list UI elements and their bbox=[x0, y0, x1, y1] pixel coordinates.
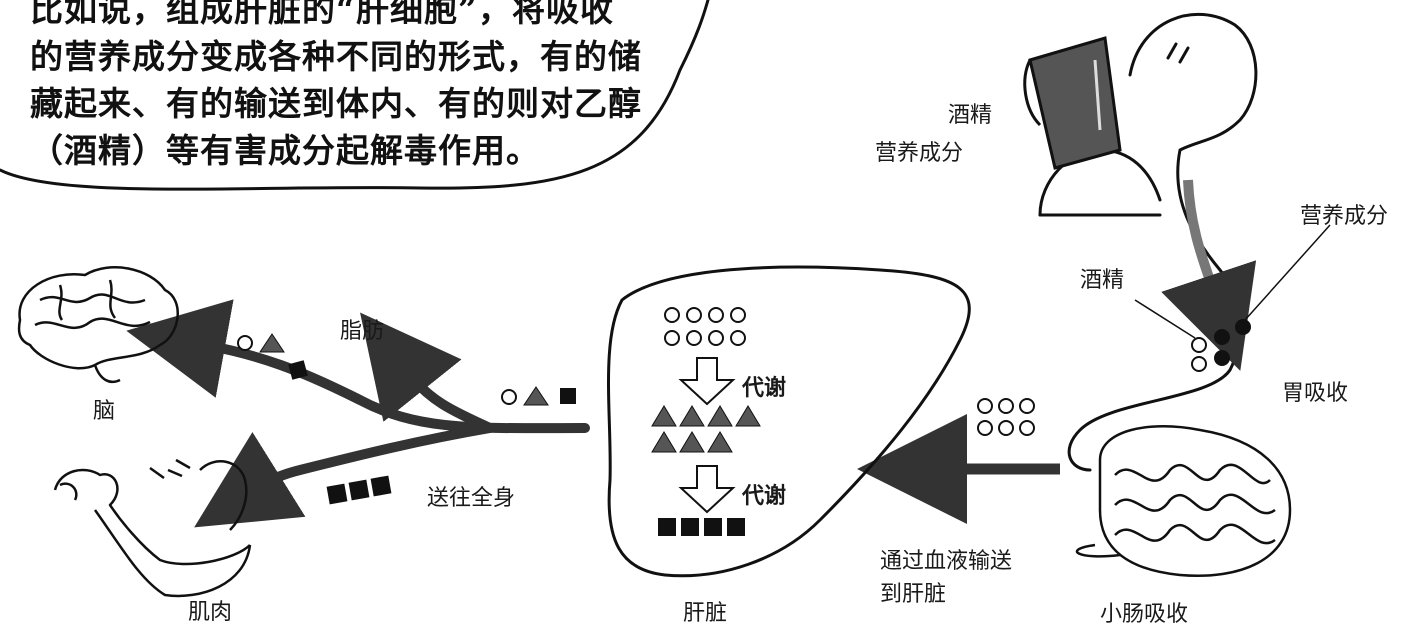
speech-line: （酒精）等有害成分起解毒作用。 bbox=[30, 131, 540, 170]
exit-symbols bbox=[501, 386, 576, 406]
brain-icon bbox=[17, 266, 179, 384]
liver-squares bbox=[658, 518, 745, 536]
brain-label: 脑 bbox=[93, 399, 116, 424]
liver-icon bbox=[607, 265, 971, 578]
metabolism-arrow-1 bbox=[678, 357, 736, 406]
metabolism-label-2: 代谢 bbox=[742, 484, 787, 509]
small-intestine-absorption-label: 小肠吸收 bbox=[1100, 602, 1189, 627]
stomach-dots bbox=[1191, 319, 1251, 372]
speech-bubble-text: 比如说，组成肝脏的“肝细胞”，将吸收 的营养成分变成各种不同的形式，有的储 藏起… bbox=[30, 0, 680, 174]
sent-to-body-label: 送往全身 bbox=[427, 486, 516, 511]
blood-nutrient-dots bbox=[977, 398, 1035, 436]
speech-line: 比如说，组成肝脏的“肝细胞”，将吸收 bbox=[30, 0, 614, 29]
brain-symbols bbox=[237, 333, 308, 380]
liver-triangles bbox=[651, 405, 761, 453]
speech-line: 的营养成分变成各种不同的形式，有的储 bbox=[30, 37, 642, 76]
muscle-label: 肌肉 bbox=[188, 600, 233, 625]
blood-transport-label-line2: 到肝脏 bbox=[880, 582, 947, 607]
distribution-arrows bbox=[126, 299, 590, 528]
stomach-nutrients-label: 营养成分 bbox=[1300, 204, 1389, 229]
stomach-absorption-label: 胃吸收 bbox=[1282, 381, 1349, 406]
blood-transport-label-line1: 通过血液输送 bbox=[880, 549, 1013, 574]
flexed-arm-icon bbox=[53, 458, 252, 598]
fat-label: 脂肪 bbox=[340, 319, 385, 344]
liver-circles bbox=[664, 307, 746, 346]
stomach-arrow bbox=[1161, 179, 1257, 371]
metabolism-label-1: 代谢 bbox=[742, 376, 787, 401]
metabolism-arrow-2 bbox=[678, 465, 736, 514]
stomach-alcohol-label: 酒精 bbox=[1080, 268, 1125, 293]
muscle-symbols bbox=[326, 475, 392, 505]
drink-nutrients-label: 营养成分 bbox=[875, 141, 964, 166]
drink-alcohol-label: 酒精 bbox=[947, 103, 992, 128]
liver-label: 肝脏 bbox=[683, 601, 728, 626]
intestine-icon bbox=[1075, 425, 1292, 577]
speech-line: 藏起来、有的输送到体内、有的则对乙醇 bbox=[30, 84, 642, 123]
cup-icon bbox=[1023, 36, 1122, 170]
